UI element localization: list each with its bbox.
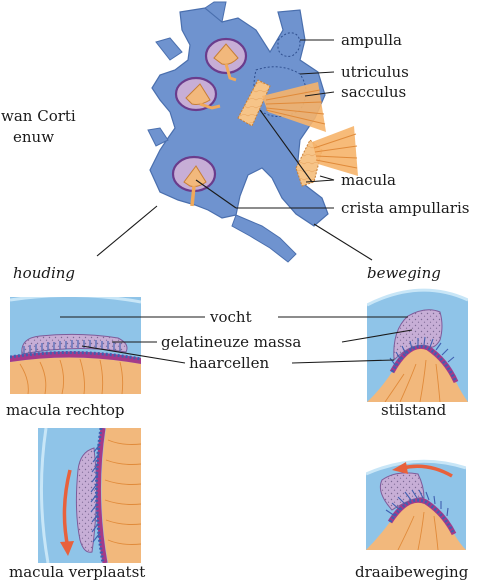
- endolymphatic-duct: [232, 215, 296, 262]
- caption-macula-rechtop: macula rechtop: [6, 401, 125, 419]
- panel-stilstand: [367, 287, 468, 402]
- label-beweging: beweging: [367, 264, 441, 282]
- label-utriculus: utriculus: [341, 63, 409, 81]
- label-orgaan-van-corti-zenuw: enuw: [13, 128, 54, 146]
- divider-line-left: [97, 206, 157, 256]
- vestibular-nerve-fan-lower: [312, 126, 358, 176]
- labyrinth: [148, 2, 358, 262]
- panel-draaibeweging: [366, 455, 466, 550]
- semicircular-canal: [156, 38, 182, 60]
- label-crista-ampullaris: crista ampullaris: [341, 199, 469, 217]
- label-sacculus: sacculus: [341, 83, 406, 101]
- panel-macula-verplaatst: [38, 428, 141, 563]
- caption-draaibeweging: draaibeweging: [355, 563, 469, 581]
- label-gelatineuze-massa: gelatineuze massa: [161, 333, 301, 351]
- label-orgaan-van-corti: wan Corti: [1, 107, 76, 125]
- label-houding: houding: [13, 264, 75, 282]
- label-vocht: vocht: [209, 308, 252, 326]
- divider-line-right: [314, 224, 372, 260]
- label-ampulla: ampulla: [341, 31, 402, 49]
- caption-stilstand: stilstand: [381, 401, 447, 419]
- panel-macula-rechtop: [10, 295, 141, 394]
- label-haarcellen: haarcellen: [189, 354, 269, 372]
- caption-macula-verplaatst: macula verplaatst: [9, 563, 145, 581]
- label-macula: macula: [341, 171, 396, 189]
